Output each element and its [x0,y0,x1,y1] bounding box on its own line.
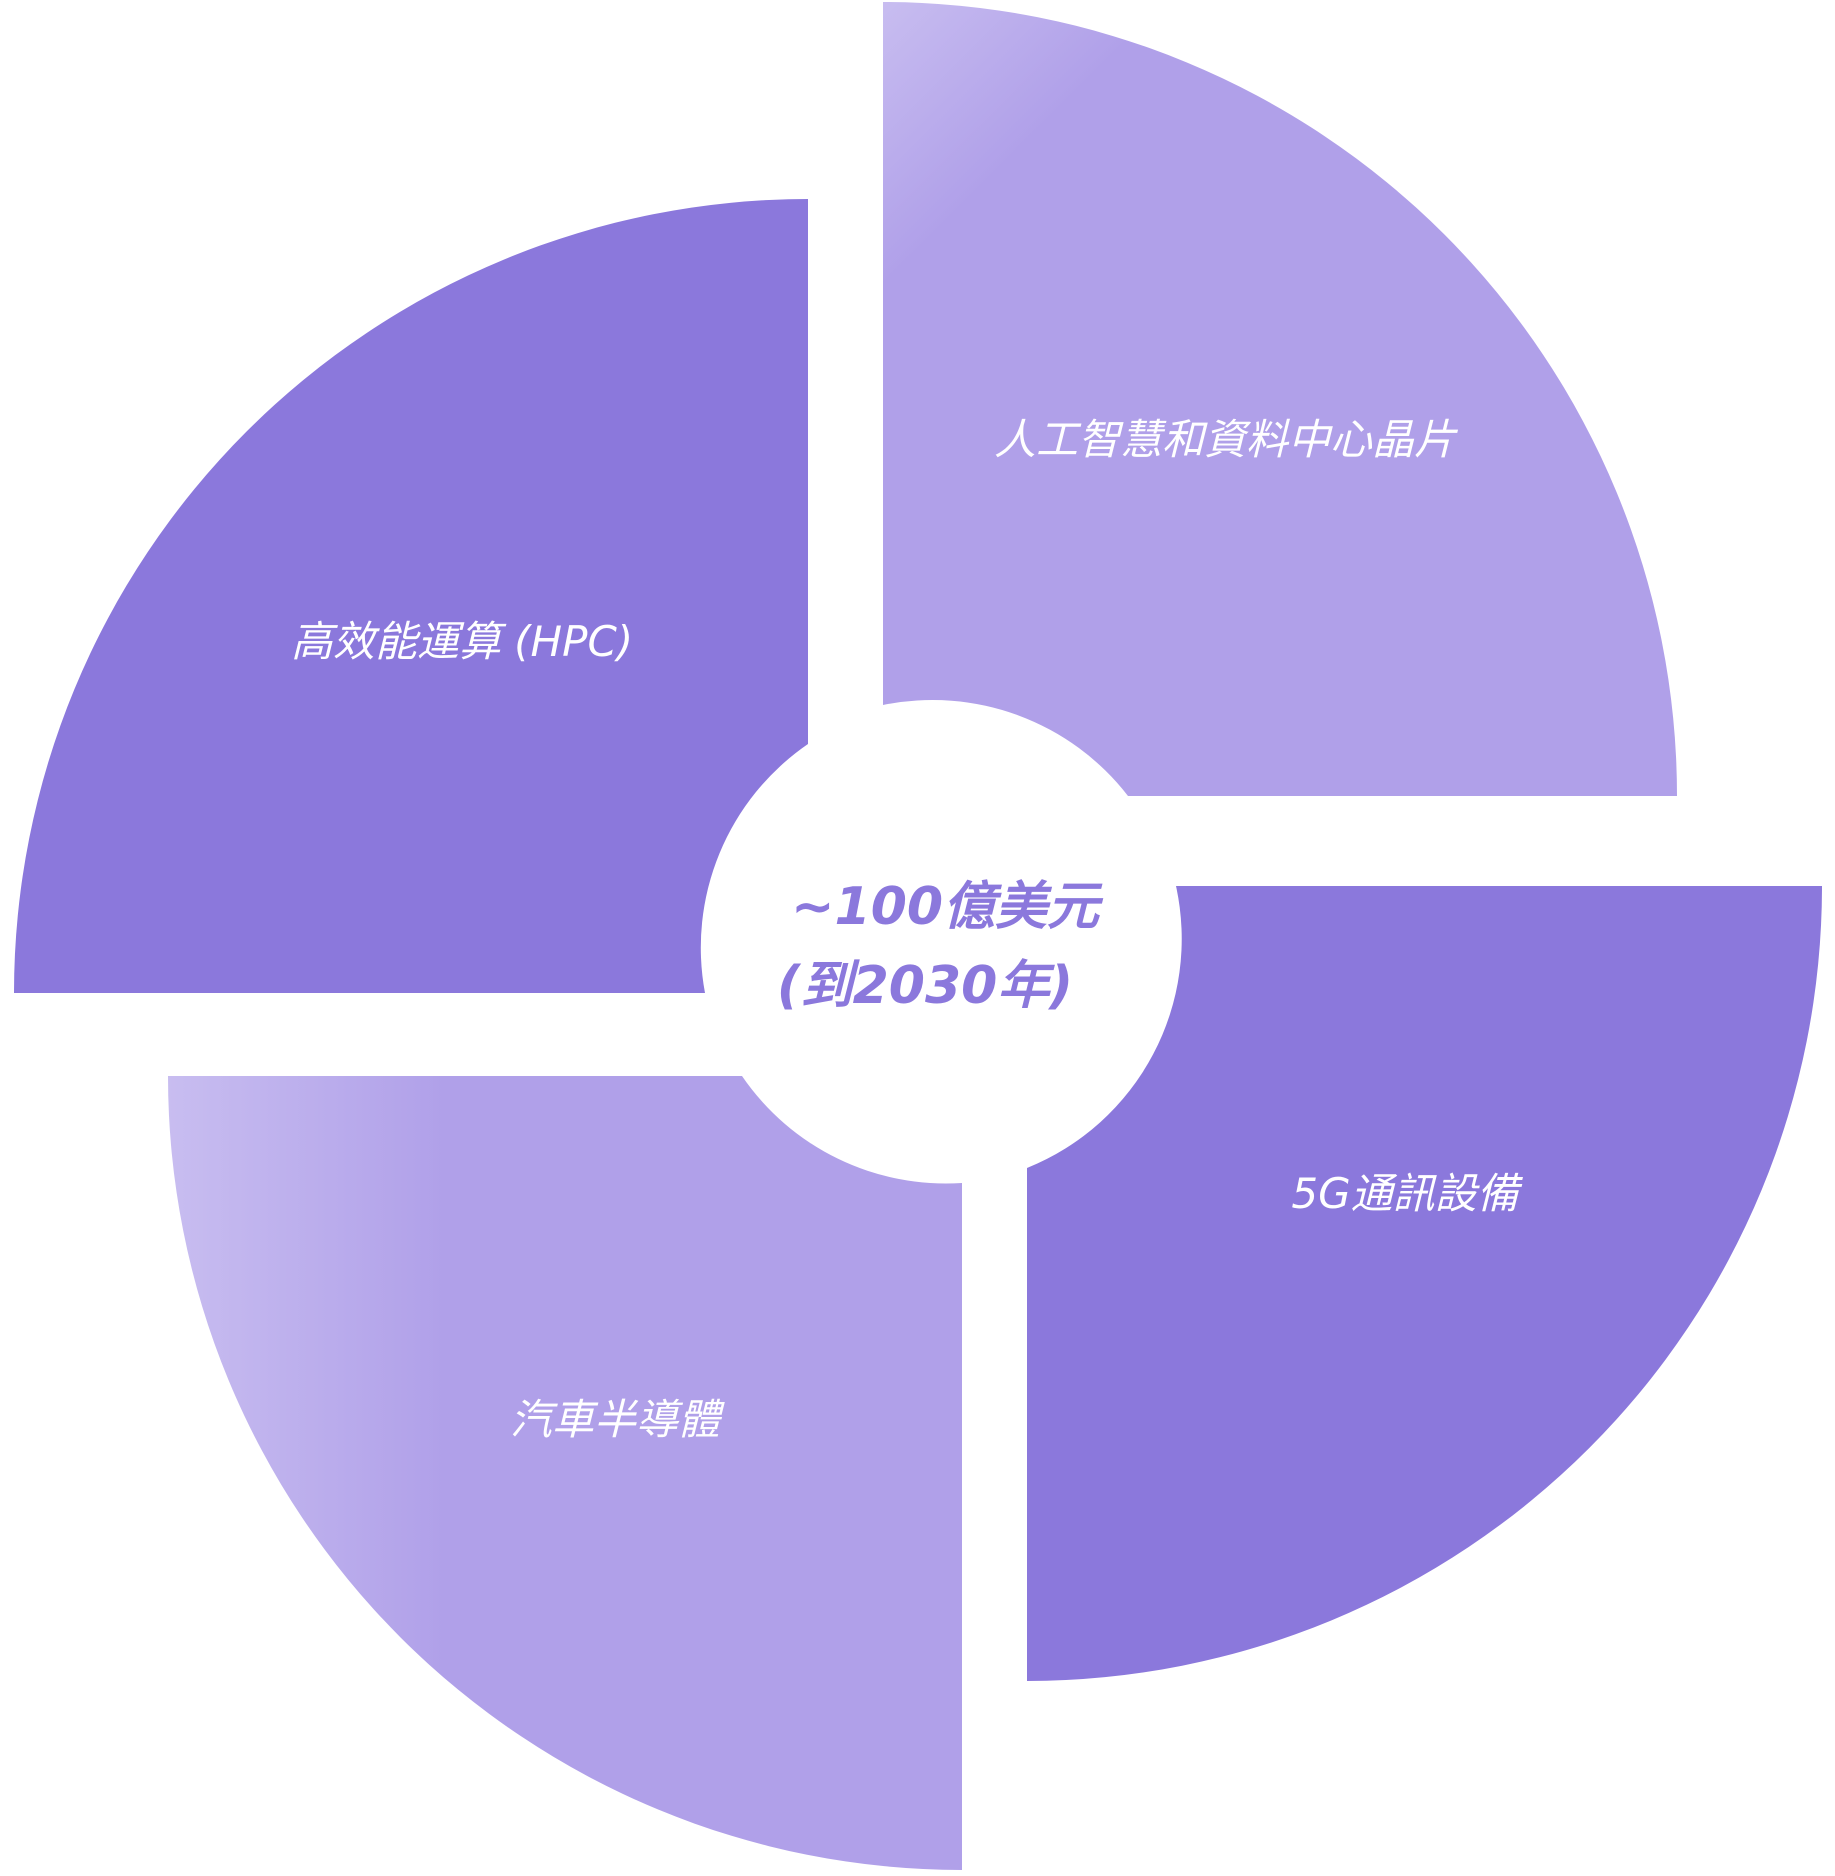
center-timeframe: (到2030年) [777,956,1073,1016]
segment-label-automotive: 汽車半導體 [510,1395,725,1444]
segment-label-hpc: 高效能運算 (HPC) [291,617,633,666]
segment-label-5g: 5G通訊設備 [1291,1169,1523,1218]
segment-5g [1027,886,1822,1681]
center-value: ~100億美元 [791,877,1104,937]
segment-ai-datacenter [883,2,1677,796]
segment-automotive [168,1076,962,1870]
segment-label-ai-datacenter: 人工智慧和資料中心晶片 [994,415,1459,464]
segment-hpc [14,199,808,993]
